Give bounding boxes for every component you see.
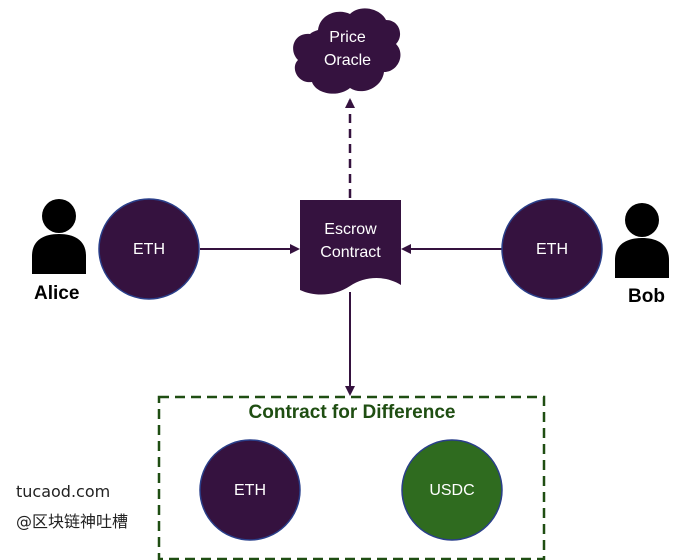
- alice-eth-node: [98, 198, 200, 300]
- price-oracle-cloud: [293, 8, 401, 94]
- oracle-label-line1: Price: [329, 29, 366, 46]
- cfd-box: [157, 395, 546, 560]
- bob-person-icon: [615, 203, 669, 278]
- alice-person-icon: [32, 199, 86, 274]
- cfd-usdc-node: [401, 439, 503, 541]
- escrow-contract-shape: [300, 200, 401, 295]
- escrow-label: Escrow Contract: [300, 218, 401, 264]
- escrow-label-line2: Contract: [320, 244, 381, 261]
- cfd-eth-label: ETH: [234, 482, 266, 499]
- watermark-handle: @区块链神吐槽: [16, 512, 129, 531]
- cfd-eth-node: [199, 439, 301, 541]
- alice-name: Alice: [34, 283, 80, 304]
- oracle-label: Price Oracle: [300, 26, 395, 72]
- cfd-title: Contract for Difference: [248, 402, 456, 423]
- watermark-site: tucaod.com: [16, 482, 111, 501]
- cfd-usdc-label: USDC: [429, 482, 475, 499]
- alice-eth-label: ETH: [133, 241, 165, 258]
- bob-name: Bob: [628, 286, 665, 307]
- bob-eth-label: ETH: [536, 241, 568, 258]
- escrow-label-line1: Escrow: [324, 221, 377, 238]
- oracle-label-line2: Oracle: [323, 52, 372, 69]
- bob-eth-node: [501, 198, 603, 300]
